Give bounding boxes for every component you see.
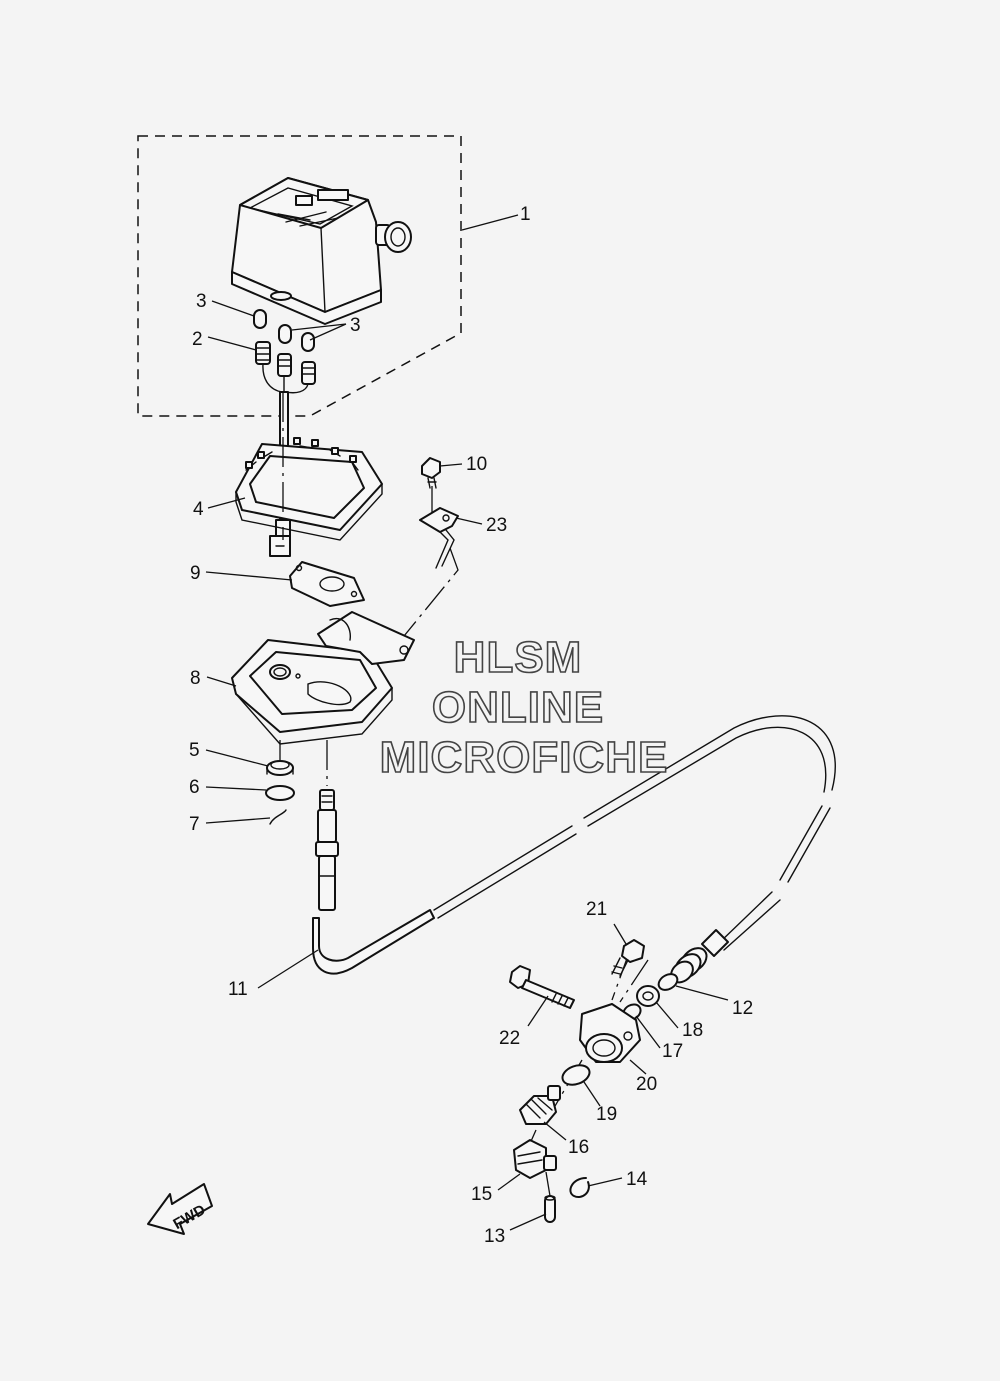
callout-12: 12 <box>732 998 753 1019</box>
driven-gear[interactable] <box>519 1085 561 1125</box>
callout-3: 3 <box>196 291 207 312</box>
cable-guide[interactable] <box>419 507 459 569</box>
callout-17: 17 <box>662 1041 683 1062</box>
callout-1: 1 <box>520 204 531 225</box>
watermark-line-3: MICROFICHE <box>380 733 669 782</box>
callout-21: 21 <box>586 899 607 920</box>
callout-19: 19 <box>596 1104 617 1125</box>
bulb-and-socket[interactable] <box>255 341 316 394</box>
circlip[interactable] <box>569 1177 590 1198</box>
callout-20: 20 <box>636 1074 657 1095</box>
damper-plate[interactable] <box>289 561 365 607</box>
callout-9: 9 <box>190 563 201 584</box>
watermark: HLSM ONLINE MICROFICHE <box>379 632 669 783</box>
fwd-arrow-icon: FWD <box>147 1183 213 1235</box>
pin-small[interactable] <box>269 809 287 825</box>
callout-labels: 1 3 3 2 10 4 23 9 8 5 6 7 21 11 12 18 22… <box>189 204 753 1247</box>
meter-bracket[interactable] <box>231 611 415 745</box>
watermark-line-2: ONLINE <box>432 683 604 732</box>
callout-5: 5 <box>189 740 200 761</box>
meter-assembly-boundary <box>137 135 462 417</box>
callout-8: 8 <box>190 668 201 689</box>
callout-18: 18 <box>682 1020 703 1041</box>
speedometer-cable[interactable] <box>312 715 836 987</box>
leader-lines <box>205 214 729 1231</box>
callout-2: 2 <box>192 329 203 350</box>
centerline-bolt <box>403 486 459 637</box>
meter-cover[interactable] <box>235 437 383 541</box>
callout-3: 3 <box>350 315 361 336</box>
screw-drive[interactable] <box>611 939 645 977</box>
gear-housing[interactable] <box>579 1003 641 1063</box>
callout-10: 10 <box>466 454 487 475</box>
callout-23: 23 <box>486 515 507 536</box>
callout-16: 16 <box>568 1137 589 1158</box>
callout-15: 15 <box>471 1184 492 1205</box>
speedometer-assembly[interactable] <box>231 177 412 325</box>
callout-22: 22 <box>499 1028 520 1049</box>
callout-14: 14 <box>626 1169 648 1190</box>
callout-4: 4 <box>193 499 204 520</box>
o-ring-housing[interactable] <box>560 1062 592 1088</box>
dowel-pin[interactable] <box>544 1195 556 1223</box>
bolt-bracket[interactable] <box>421 457 441 489</box>
watermark-line-1: HLSM <box>454 633 583 682</box>
bulb-socket[interactable] <box>253 309 315 352</box>
callout-7: 7 <box>189 814 200 835</box>
callout-11: 11 <box>228 979 248 1000</box>
o-ring-cable[interactable] <box>656 971 680 993</box>
grommet[interactable] <box>266 760 294 776</box>
bushing[interactable] <box>636 985 660 1007</box>
washer[interactable] <box>265 785 295 801</box>
callout-6: 6 <box>189 777 200 798</box>
callout-13: 13 <box>484 1226 505 1247</box>
bolt-drive[interactable] <box>509 965 575 1009</box>
drive-gear[interactable] <box>513 1139 557 1179</box>
